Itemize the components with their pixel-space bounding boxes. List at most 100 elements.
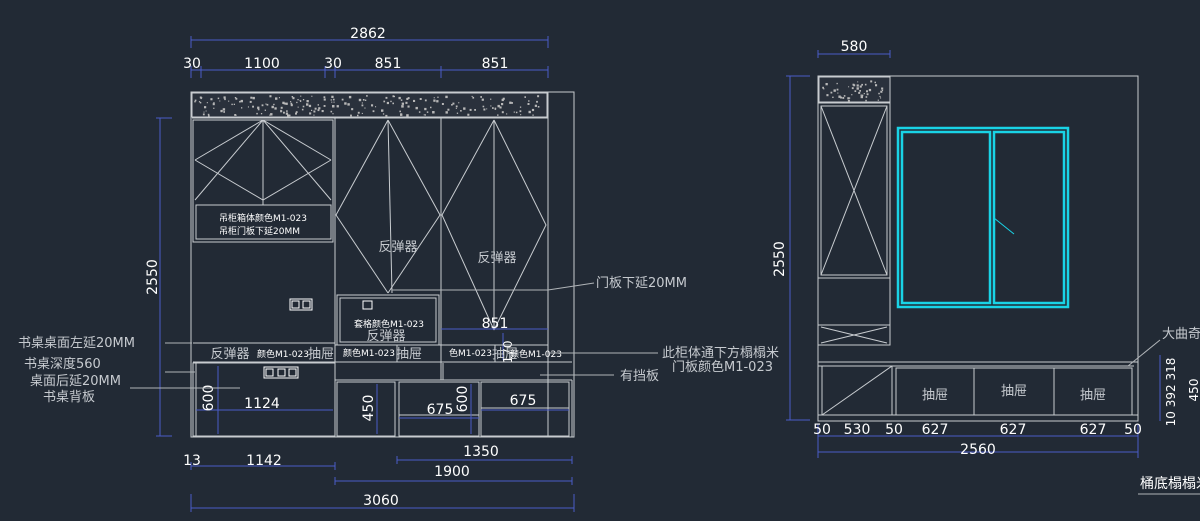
speckle-dot [217,97,220,100]
speckle-dot [309,112,312,115]
speckle-dot [830,91,833,94]
speckle-dot [311,95,313,97]
speckle-dot [299,99,301,101]
speckle-dot [333,101,335,103]
dim-total-width: 2862 [350,26,386,42]
speckle-dot [330,99,332,101]
side-b-50a: 50 [813,422,831,438]
speckle-dot [856,84,859,87]
dim-13: 13 [183,453,201,469]
speckle-dot [382,113,385,115]
speckle-dot [330,110,333,113]
baffle-note: 有挡板 [620,369,659,384]
speckle-dot [361,112,363,114]
speckle-dot [213,102,215,104]
side-b-50b: 50 [885,422,903,438]
speckle-dot [204,106,207,109]
speckle-dot [274,107,277,110]
speckle-dot [528,110,531,114]
open-shelf-inner [339,297,437,343]
speckle-dot [341,98,344,101]
speckle-dot [212,103,215,106]
upper-left-door-c [194,159,332,201]
upper-left-door-b [262,119,332,201]
speckle-dot [406,97,409,100]
dim-675a: 675 [427,402,454,418]
speckle-dot [432,111,435,114]
speckle-dot [419,98,422,100]
speckle-dot [875,84,878,87]
speckle-dot [424,99,427,102]
speckle-dot [206,102,208,104]
dim-600a: 600 [201,385,217,412]
speckle-dot [283,111,285,114]
speckle-dot [313,114,315,116]
speckle-dot [825,83,828,86]
speckle-dot [881,87,884,90]
door-note-leader [392,282,595,291]
speckle-dot [445,95,448,99]
side-ceiling-band [818,76,891,103]
speckle-dot [536,100,538,103]
rebound-label-2: 反弹器 [477,251,516,266]
speckle-dot [519,110,522,113]
speckle-dot [239,100,241,103]
speckle-dot [398,96,401,100]
speckle-dot [400,99,403,101]
speckle-dot [878,92,880,95]
speckle-dot [207,113,210,116]
socket-icon-1 [362,300,373,310]
speckle-dot [297,106,299,108]
speckle-dot [386,101,389,105]
upper-note-2: 吊柜门板下延20MM [219,225,300,237]
side-b-627c: 627 [1080,422,1107,438]
speckle-dot [842,97,845,99]
speckle-dot [228,100,230,102]
speckle-dot [199,102,202,104]
speckle-dot [362,99,365,101]
speckle-dot [364,107,366,109]
speckle-dot [490,98,492,100]
speckle-dot [433,97,435,99]
speckle-dot [287,114,290,117]
speckle-dot [482,105,485,108]
tall-door-b-right [493,119,547,331]
speckle-dot [199,96,202,99]
cabinet-note-1: 此柜体通下方榻榻米 [662,345,779,361]
tall-door-a-left [335,119,389,294]
speckle-dot [392,95,395,98]
speckle-dot [321,110,324,113]
ceiling-speckle [194,95,540,117]
speckle-dot [467,113,470,116]
speckle-dot [520,114,522,116]
speckle-dot [266,103,269,106]
speckle-dot [213,107,215,109]
speckle-dot [210,98,213,101]
speckle-dot [460,110,462,112]
speckle-dot [401,102,404,105]
speckle-dot [269,95,272,98]
speckle-dot [833,89,836,92]
speckle-dot [472,96,475,99]
side-dim-450: 450 [1187,379,1200,402]
speckle-dot [264,109,266,111]
speckle-dot [436,100,439,103]
speckle-dot [823,88,825,90]
big-curve-note: 大曲奇 [1162,326,1200,342]
speckle-dot [474,109,476,111]
color-label-3: 色M1-023 [449,347,492,359]
speckle-dot [278,97,280,99]
speckle-dot [385,96,388,99]
speckle-dot [519,106,522,108]
speckle-dot [864,83,867,86]
speckle-dot [314,107,317,110]
speckle-dot [455,105,458,108]
speckle-dot [332,98,335,101]
side-small-dims: 10 392 318 [1164,358,1178,427]
window-frame [896,126,1070,309]
speckle-dot [424,114,426,116]
speckle-dot [285,102,288,105]
speckle-dot [323,98,326,101]
speckle-dot [273,103,275,106]
speckle-dot [407,97,410,99]
